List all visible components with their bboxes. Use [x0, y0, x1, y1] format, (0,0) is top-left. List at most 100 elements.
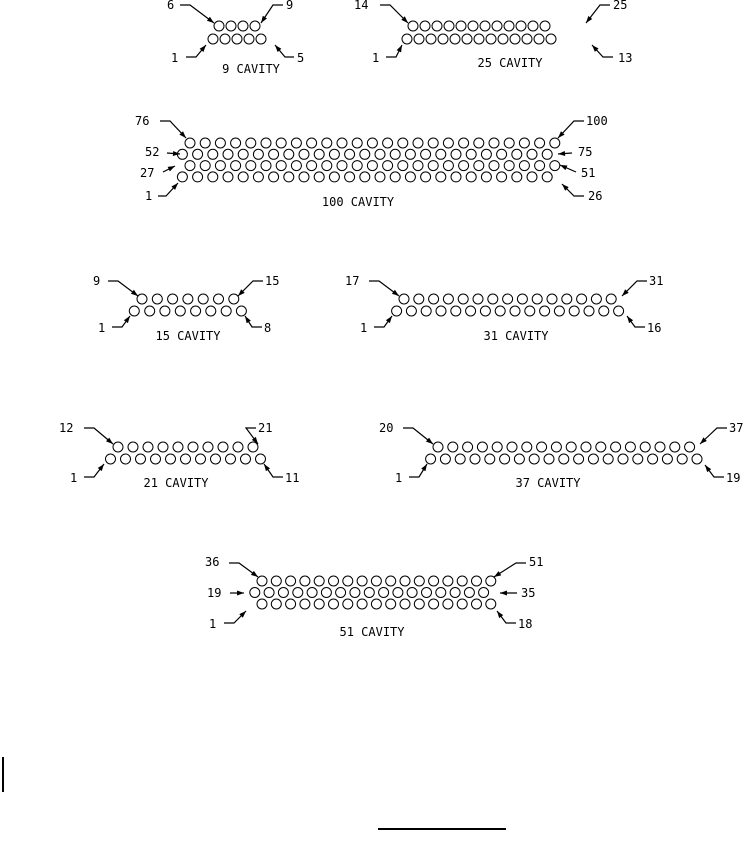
pin-cavity: [235, 305, 247, 317]
pin-cavity: [511, 171, 523, 183]
pin-cavity: [359, 148, 371, 160]
pin-cavity: [496, 148, 508, 160]
leader-line: [380, 4, 409, 24]
pin-cavity: [382, 160, 394, 172]
pin-cavity: [420, 148, 432, 160]
pin-cavity: [515, 20, 527, 32]
pin-cavity: [676, 453, 688, 465]
pin-cavity: [617, 453, 629, 465]
pin-cavity: [425, 33, 437, 45]
pin-cavity: [328, 598, 339, 610]
arrowhead: [700, 437, 707, 444]
arrowhead: [251, 436, 258, 444]
pin-cavity: [456, 575, 468, 587]
pin-number-label: 25: [613, 0, 627, 12]
pin-cavity: [321, 160, 333, 172]
pin-cavity: [275, 137, 287, 149]
pin-cavity: [499, 453, 511, 465]
pin-number-label: 1: [395, 471, 402, 485]
pin-cavity: [503, 137, 515, 149]
pin-cavity: [144, 305, 156, 317]
pin-cavity: [180, 453, 191, 465]
pin-cavity: [565, 441, 577, 453]
pin-cavity: [112, 441, 124, 453]
pin-cavity: [270, 575, 282, 587]
cavity-caption: 9 CAVITY: [222, 62, 281, 76]
arrowhead: [237, 590, 244, 596]
pin-cavity: [192, 148, 204, 160]
pin-cavity: [401, 33, 413, 45]
pin-cavity: [467, 20, 479, 32]
pin-cavity: [256, 598, 268, 610]
arrowhead: [123, 316, 130, 324]
pin-cavity: [428, 598, 440, 610]
pin-cavity: [207, 171, 219, 183]
pin-number-label: 1: [171, 51, 178, 65]
pin-cavity: [518, 137, 530, 149]
pin-cavity: [174, 305, 186, 317]
pin-cavity: [561, 293, 573, 305]
pin-cavity: [479, 305, 491, 317]
pin-cavity: [485, 575, 497, 587]
pin-cavity: [320, 587, 332, 598]
pin-cavity: [469, 453, 481, 465]
pin-cavity: [516, 293, 528, 305]
pin-cavity: [299, 575, 311, 587]
leader-line: [621, 280, 647, 297]
pin-cavity: [342, 598, 354, 610]
pin-cavity: [428, 293, 440, 305]
pin-cavity: [351, 160, 363, 172]
leader-line: [369, 280, 400, 297]
pin-cavity: [458, 137, 470, 149]
pin-cavity: [240, 453, 251, 465]
pin-cavity: [473, 160, 485, 172]
pin-number-label: 35: [521, 586, 535, 600]
pin-cavity: [420, 171, 432, 183]
pin-cavity: [465, 305, 477, 317]
pin-number-label: 37: [729, 421, 743, 435]
pin-cavity: [494, 305, 506, 317]
pin-cavity: [543, 453, 555, 465]
pin-cavity: [461, 33, 473, 45]
pin-cavity: [524, 305, 536, 317]
pin-cavity: [344, 148, 356, 160]
arrowhead: [97, 464, 104, 472]
pin-cavity: [480, 171, 492, 183]
pin-cavity: [549, 160, 561, 172]
pin-cavity: [435, 587, 447, 598]
pin-cavity: [306, 137, 318, 149]
pin-cavity: [632, 453, 644, 465]
arrowhead: [391, 289, 399, 296]
pin-number-label: 20: [379, 421, 393, 435]
pin-cavity: [230, 160, 242, 172]
pin-number-label: 26: [588, 189, 602, 203]
pin-cavity: [370, 575, 382, 587]
pin-cavity: [454, 453, 466, 465]
pin-cavity: [610, 441, 622, 453]
arrowhead: [179, 131, 186, 138]
arrowhead: [592, 45, 599, 52]
pin-cavity: [207, 33, 219, 45]
pin-number-label: 75: [578, 145, 592, 159]
pin-cavity: [285, 598, 297, 610]
pin-cavity: [356, 598, 368, 610]
pin-cavity: [214, 137, 226, 149]
pin-cavity: [127, 441, 139, 453]
pin-cavity: [639, 441, 651, 453]
pin-cavity: [167, 293, 179, 305]
pin-cavity: [435, 305, 447, 317]
cavity-caption: 51 CAVITY: [339, 625, 405, 639]
pin-cavity: [558, 453, 570, 465]
pin-cavity: [260, 137, 272, 149]
pin-cavity: [385, 598, 397, 610]
pin-number-label: 1: [70, 471, 77, 485]
cavity-caption: 31 CAVITY: [483, 329, 549, 343]
cavity-caption: 25 CAVITY: [477, 56, 543, 70]
pin-cavity: [243, 33, 255, 45]
pin-cavity: [669, 441, 681, 453]
pin-number-label: 1: [145, 189, 152, 203]
